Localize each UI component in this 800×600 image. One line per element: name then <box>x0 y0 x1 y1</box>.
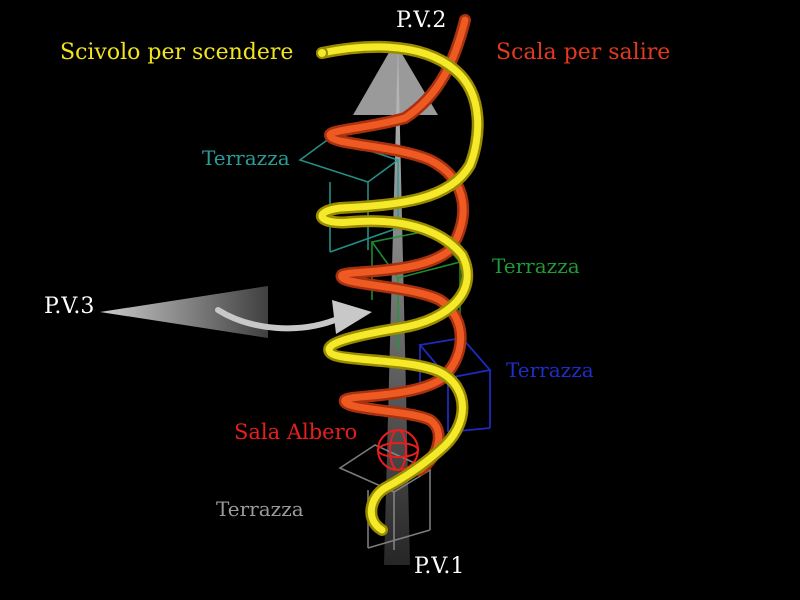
terrace-box-teal <box>298 137 400 253</box>
pv3-label: P.V.3 <box>44 294 95 319</box>
pv2-label: P.V.2 <box>396 8 447 33</box>
stair-helix <box>323 14 471 476</box>
tree-room-label: Sala Albero <box>234 420 358 444</box>
curved-arrow-head <box>332 300 372 334</box>
terrace-label-blue: Terrazza <box>506 358 594 382</box>
slide-down-label: Scivolo per scendere <box>60 40 294 65</box>
curved-arrow-icon <box>215 307 343 332</box>
slide-helix <box>315 40 484 536</box>
view-arrow-pv2 <box>353 42 438 115</box>
terrace-label-grey: Terrazza <box>216 497 304 521</box>
stairs-up-label: Scala per salire <box>496 40 671 65</box>
pv1-label: P.V.1 <box>414 554 465 579</box>
view-cone-pv3 <box>100 286 268 338</box>
terrace-label-teal: Terrazza <box>202 146 290 170</box>
terrace-label-green: Terrazza <box>492 254 580 278</box>
tree-room-sphere <box>377 429 419 471</box>
